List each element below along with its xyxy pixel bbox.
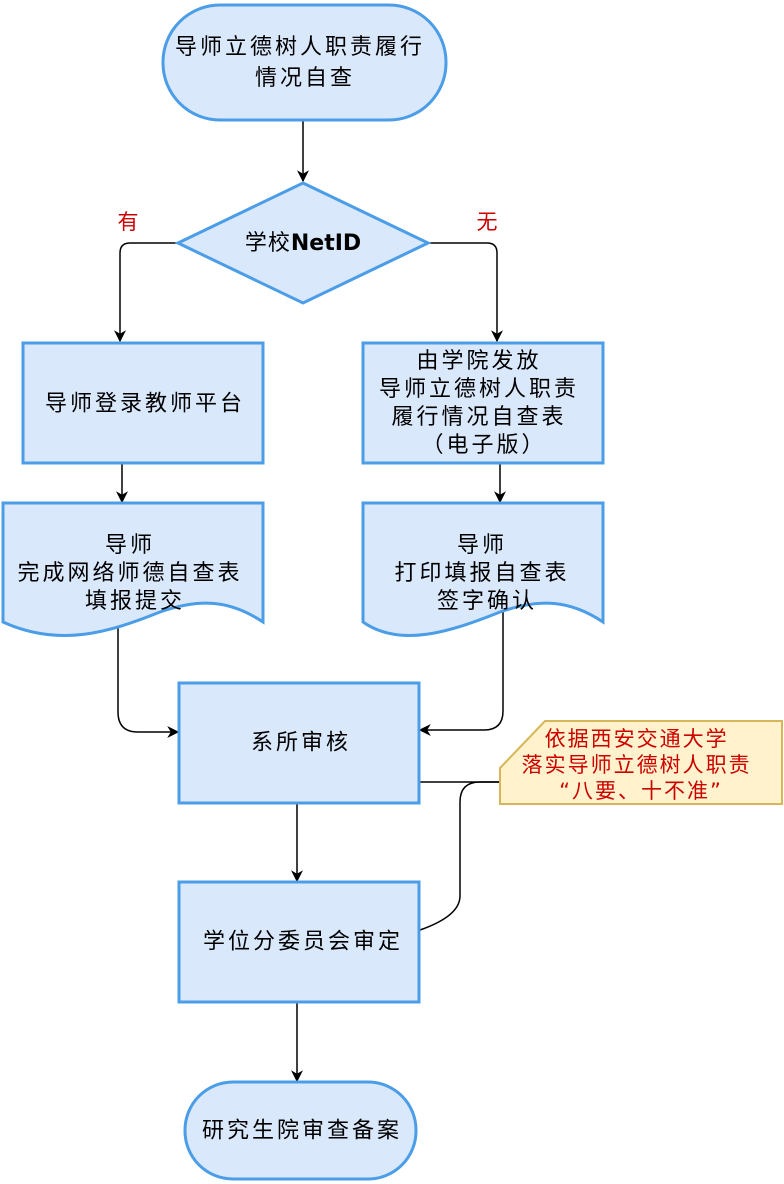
- teacher-login-shape: [21, 341, 265, 465]
- start-line-2: 情况自查: [255, 66, 355, 91]
- online-form-line-2: 完成网络师德自查表: [17, 561, 242, 586]
- regulation-note-shape: [499, 720, 783, 805]
- note-line-2: 落实导师立德树人职责: [522, 753, 752, 777]
- online-form-label: 导师 完成网络师德自查表 填报提交: [17, 533, 252, 614]
- end-terminal-shape: [183, 1080, 418, 1181]
- paper-form-line-2: 打印填报自查表: [394, 561, 569, 586]
- arrow-paper-form-to-review: [418, 612, 504, 736]
- paper-form-line-3: 签字确认: [437, 589, 537, 614]
- college-issue-shape: [361, 341, 605, 465]
- college-issue-line-4: （电子版）: [421, 433, 546, 458]
- arrow-decision-to-college: [428, 242, 503, 343]
- note-link-committee: [419, 781, 500, 931]
- decision-label: 学校NetID: [245, 231, 361, 256]
- regulation-note: 依据西安交通大学 落实导师立德树人职责 “八要、十不准”: [499, 720, 783, 805]
- note-line-3: “八要、十不准”: [559, 779, 723, 803]
- online-form-line-1: 导师: [105, 533, 155, 558]
- start-terminal-label: 导师立德树人职责履行 情况自查: [175, 35, 435, 91]
- paper-form-line-1: 导师: [457, 533, 507, 558]
- decision-label-netid: NetID: [291, 231, 361, 256]
- paper-form-shape: [361, 501, 605, 638]
- college-issue-label: 由学院发放 导师立德树人职责 履行情况自查表 （电子版）: [379, 349, 589, 458]
- decision-diamond: 学校NetID: [174, 181, 432, 305]
- note-line-1: 依据西安交通大学: [545, 727, 729, 751]
- department-review-shape: [177, 681, 421, 805]
- start-terminal: 导师立德树人职责履行 情况自查: [161, 3, 448, 122]
- decision-label-prefix: 学校: [245, 231, 291, 256]
- paper-form-label: 导师 打印填报自查表 签字确认: [394, 533, 579, 614]
- branch-yes-label: 有: [118, 210, 139, 234]
- regulation-note-label: 依据西安交通大学 落实导师立德树人职责 “八要、十不准”: [522, 727, 761, 803]
- college-issue-line-1: 由学院发放: [416, 349, 541, 374]
- end-terminal: 研究生院审查备案: [183, 1080, 418, 1181]
- paper-form-document: 导师 打印填报自查表 签字确认: [361, 501, 605, 638]
- arrow-online-form-to-review: [117, 627, 180, 738]
- decision-diamond-shape: [174, 181, 432, 305]
- college-issue-box: 由学院发放 导师立德树人职责 履行情况自查表 （电子版）: [361, 341, 605, 465]
- committee-approval-label: 学位分委员会审定: [203, 930, 403, 955]
- branch-no-label: 无: [477, 210, 498, 234]
- online-form-document: 导师 完成网络师德自查表 填报提交: [1, 501, 265, 638]
- college-issue-line-3: 履行情况自查表: [391, 405, 566, 430]
- committee-approval-shape: [177, 880, 421, 1004]
- online-form-line-3: 填报提交: [85, 589, 185, 614]
- college-issue-line-2: 导师立德树人职责: [379, 377, 579, 402]
- teacher-login-box: 导师登录教师平台: [21, 341, 265, 465]
- teacher-login-label: 导师登录教师平台: [45, 392, 245, 417]
- end-terminal-label: 研究生院审查备案: [202, 1119, 402, 1144]
- start-terminal-shape: [161, 3, 448, 122]
- department-review-box: 系所审核: [177, 681, 421, 805]
- committee-approval-box: 学位分委员会审定: [177, 880, 421, 1004]
- start-line-1: 导师立德树人职责履行: [175, 35, 425, 60]
- online-form-shape: [1, 501, 265, 638]
- arrow-decision-to-login: [114, 242, 178, 343]
- department-review-label: 系所审核: [251, 731, 351, 756]
